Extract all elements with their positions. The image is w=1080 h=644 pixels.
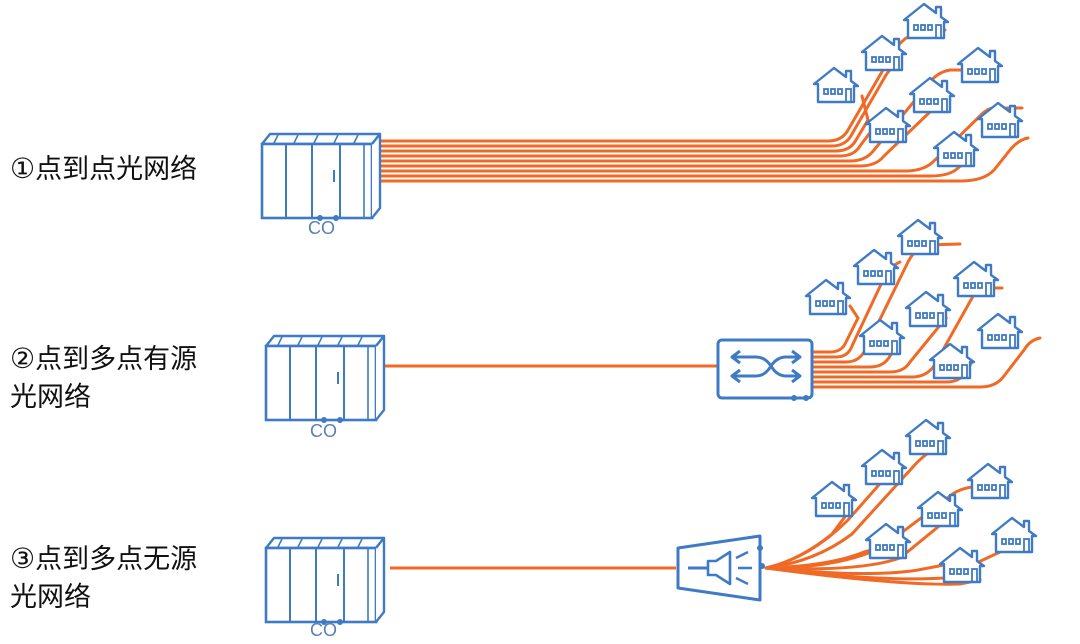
diagram-3-number: ③	[10, 542, 36, 575]
diagram-3	[264, 418, 1038, 627]
switch-crossover-icon	[716, 338, 814, 401]
co-label-3: CO	[310, 620, 337, 640]
co-label-1: CO	[308, 218, 335, 238]
diagram-2-title: ②点到多点有源 光网络	[10, 340, 197, 417]
diagram-3-title: ③点到多点无源 光网络	[10, 540, 197, 617]
diagram-2-title-line1: 点到多点有源	[35, 344, 198, 375]
diagram-1	[260, 2, 1030, 223]
optical-splitter-icon	[676, 534, 765, 602]
diagram-1-title: ①点到点光网络	[10, 150, 197, 189]
co-label-2: CO	[310, 421, 337, 441]
diagram-2-title-line2: 光网络	[10, 382, 91, 413]
diagram-3-title-line2: 光网络	[10, 582, 91, 613]
homes-2	[804, 218, 1024, 380]
diagram-2-number: ②	[10, 342, 36, 375]
diagram-1-title-line1: 点到点光网络	[35, 154, 198, 185]
diagram-2	[264, 218, 1042, 425]
diagram-1-number: ①	[10, 152, 36, 185]
diagram-3-title-line1: 点到多点无源	[35, 544, 198, 575]
